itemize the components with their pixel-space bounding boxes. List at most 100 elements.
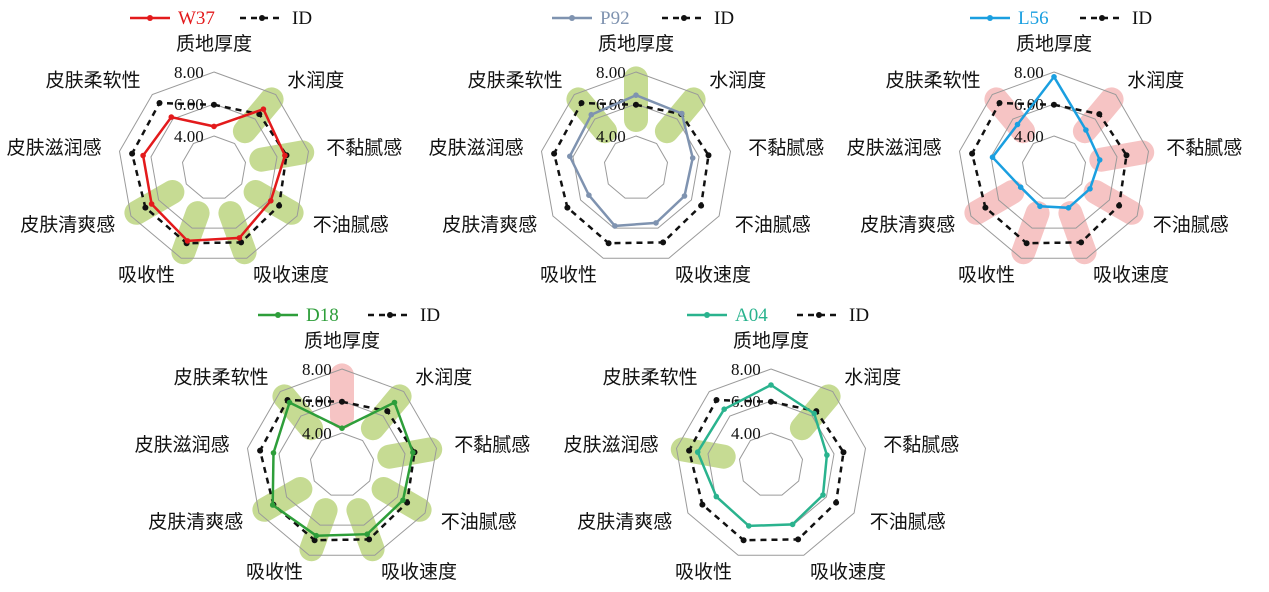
point-L56-皮肤滋润感 [989, 154, 996, 160]
point-ID-不油腻感 [698, 202, 705, 209]
point-W37-水润度 [260, 106, 267, 112]
legend-marker-L56 [987, 15, 993, 21]
point-ID-不油腻感 [1116, 202, 1123, 209]
grid-ring-8 [675, 368, 867, 556]
point-ID-质地厚度 [211, 101, 217, 108]
axis-label-不油腻感: 不油腻感 [441, 511, 517, 533]
series-line-ID [258, 398, 416, 542]
axis-label-不油腻感: 不油腻感 [313, 214, 389, 236]
point-ID-吸收性 [311, 537, 318, 544]
grid-ring-6 [278, 400, 406, 526]
point-ID-吸收性 [1023, 240, 1030, 247]
axis-label-皮肤柔软性: 皮肤柔软性 [46, 70, 141, 92]
axis-label-皮肤柔软性: 皮肤柔软性 [603, 367, 698, 389]
legend-marker-P92 [569, 15, 575, 21]
point-W37-不黏腻感 [282, 152, 288, 159]
point-W37-质地厚度 [211, 123, 217, 130]
tick-label-8.00: 8.00 [596, 63, 626, 82]
point-ID-皮肤柔软性 [156, 100, 163, 106]
legend-label-ID: ID [849, 305, 869, 326]
highlight-band-不黏腻感 [377, 437, 443, 469]
tick-label-6.00: 6.00 [731, 392, 761, 411]
point-P92-不油腻感 [681, 193, 688, 199]
axis-label-吸收性: 吸收性 [246, 561, 303, 583]
point-ID-不黏腻感 [840, 449, 847, 456]
series-line-ID [970, 101, 1128, 245]
axis-label-皮肤滋润感: 皮肤滋润感 [564, 434, 659, 456]
grid-ring-4 [1021, 135, 1087, 199]
axis-label-水润度: 水润度 [1127, 70, 1184, 92]
axis-label-水润度: 水润度 [415, 367, 472, 389]
highlight-band-吸收速度 [346, 498, 385, 562]
axis-label-皮肤清爽感: 皮肤清爽感 [20, 214, 115, 236]
tick-label-8.00: 8.00 [174, 63, 204, 82]
point-ID-吸收速度 [795, 536, 802, 543]
axis-label-质地厚度: 质地厚度 [598, 33, 674, 55]
point-ID-皮肤滋润感 [686, 447, 693, 454]
point-ID-皮肤清爽感 [564, 204, 571, 211]
axis-label-不黏腻感: 不黏腻感 [1166, 137, 1242, 159]
legend-label-ID: ID [1132, 8, 1152, 29]
tick-label-4.00: 4.00 [302, 424, 332, 443]
point-L56-吸收速度 [1065, 205, 1072, 211]
legend-marker-A04 [704, 312, 710, 318]
point-A04-不黏腻感 [824, 452, 830, 458]
highlight-band-吸收性 [299, 498, 338, 562]
point-L56-质地厚度 [1051, 74, 1057, 80]
point-ID-不油腻感 [276, 202, 283, 209]
grid-ring-8 [118, 71, 310, 259]
point-P92-吸收速度 [653, 220, 659, 226]
point-ID-吸收速度 [238, 239, 245, 246]
grid-ring-6 [150, 103, 278, 229]
point-A04-吸收速度 [789, 521, 796, 528]
tick-label-8.00: 8.00 [302, 360, 332, 379]
tick-label-4.00: 4.00 [596, 127, 626, 146]
axis-label-皮肤滋润感: 皮肤滋润感 [429, 137, 524, 159]
point-ID-不黏腻感 [1123, 152, 1130, 159]
axis-label-吸收性: 吸收性 [675, 561, 732, 583]
series-line-L56 [990, 74, 1102, 210]
axis-label-水润度: 水润度 [287, 70, 344, 92]
grid-ring-4 [603, 135, 669, 199]
highlight-band-皮肤清爽感 [124, 180, 185, 225]
tick-label-6.00: 6.00 [302, 392, 332, 411]
point-ID-皮肤滋润感 [257, 447, 264, 454]
point-A04-皮肤清爽感 [713, 493, 720, 500]
point-ID-皮肤柔软性 [996, 100, 1003, 106]
axis-label-皮肤清爽感: 皮肤清爽感 [148, 511, 243, 533]
axis-label-水润度: 水润度 [709, 70, 766, 92]
axis-label-吸收性: 吸收性 [118, 264, 175, 286]
point-ID-水润度 [1096, 111, 1103, 118]
legend-label-P92: P92 [600, 8, 630, 29]
grid-ring-6 [990, 103, 1118, 229]
radar-panel-l56: 4.006.008.00质地厚度水润度不黏腻感不油腻感吸收速度吸收性皮肤清爽感皮… [847, 8, 1243, 286]
point-P92-皮肤清爽感 [586, 192, 592, 198]
point-D18-质地厚度 [339, 425, 345, 432]
axis-label-皮肤清爽感: 皮肤清爽感 [577, 511, 672, 533]
point-W37-吸收性 [184, 238, 191, 244]
point-ID-质地厚度 [633, 101, 639, 108]
point-D18-皮肤清爽感 [269, 502, 276, 508]
axis-label-吸收速度: 吸收速度 [381, 561, 457, 583]
legend-label-W37: W37 [178, 8, 215, 29]
point-ID-吸收速度 [1078, 239, 1085, 246]
axis-label-皮肤滋润感: 皮肤滋润感 [135, 434, 230, 456]
grid-ring-4 [309, 432, 375, 496]
axis-label-不黏腻感: 不黏腻感 [748, 137, 824, 159]
point-P92-皮肤滋润感 [567, 153, 573, 160]
tick-label-6.00: 6.00 [174, 95, 204, 114]
axis-label-吸收性: 吸收性 [958, 264, 1015, 286]
axis-label-皮肤柔软性: 皮肤柔软性 [886, 70, 981, 92]
axis-label-不油腻感: 不油腻感 [870, 511, 946, 533]
point-W37-吸收速度 [236, 235, 243, 241]
axis-label-质地厚度: 质地厚度 [733, 330, 809, 352]
series-line-P92 [568, 93, 694, 228]
axis-label-吸收速度: 吸收速度 [810, 561, 886, 583]
point-ID-吸收性 [605, 240, 612, 247]
axis-label-水润度: 水润度 [844, 367, 901, 389]
point-P92-皮肤柔软性 [588, 111, 595, 118]
axis-label-皮肤清爽感: 皮肤清爽感 [442, 214, 537, 236]
point-ID-皮肤清爽感 [982, 204, 989, 211]
